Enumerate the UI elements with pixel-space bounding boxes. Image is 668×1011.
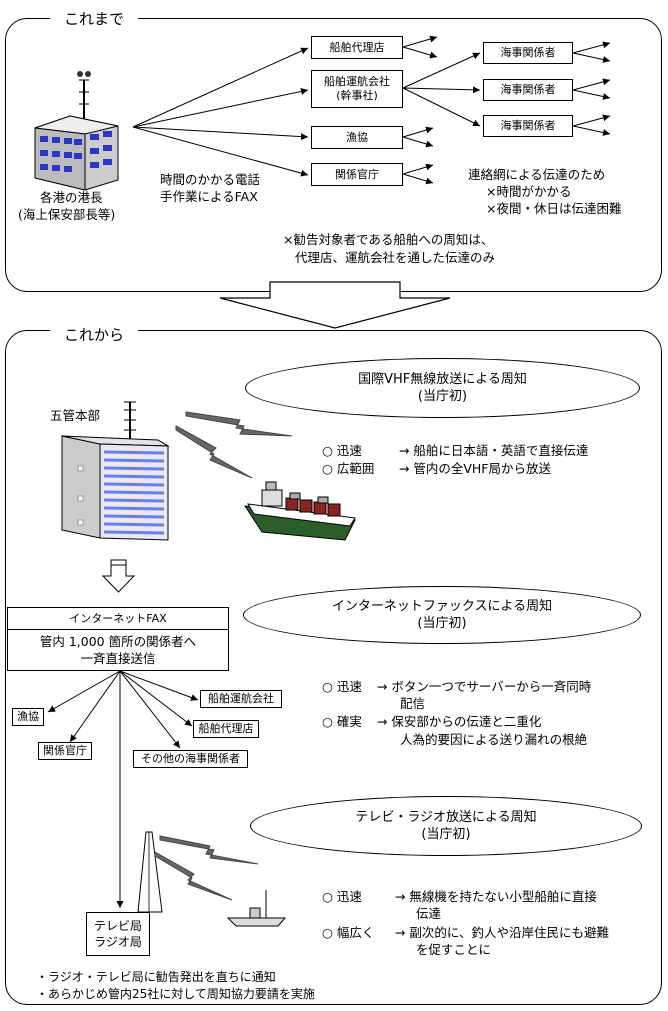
tv-point-2-cont: を促すことに [416,942,492,957]
tv-point-2: ○ 幅広く → 副次的に、釣人や沿岸住民にも避難 [322,925,609,941]
footnote-2: ・あらかじめ管内25社に対して周知協力要請を実施 [36,987,315,1001]
fax-title-1: インターネットファックスによる周知 [331,599,553,614]
fax-point-1-mark: ○ [322,679,333,694]
tv-point-1-body-1: → 無線機を持たない小型船舶に直接 [394,889,597,904]
signal-bolt-icon [175,411,293,479]
vhf-oval: 国際VHF無線放送による周知 (当庁初) [245,358,640,418]
fax-body-1: 管内 1,000 箇所の関係者へ [39,634,197,649]
recipient-fishery-coop: 漁協 [12,708,44,726]
vhf-point-2-body: → 管内の全VHF局から放送 [398,461,551,476]
tv-point-1: ○ 迅速 → 無線機を持たない小型船舶に直接 [322,889,597,905]
tv-point-1-mark: ○ [322,889,333,904]
fax-point-2-head: 確実 [336,714,362,729]
vhf-point-2-mark: ○ [322,461,333,476]
down-arrow-icon [101,559,136,593]
fax-point-2-cont: 人為的要因による送り漏れの根絶 [400,732,588,747]
small-boat-icon [226,890,287,927]
broadcast-tower-icon [137,831,163,913]
maritime-party-1: 海事関係者 [483,42,573,64]
footnote-1: ・ラジオ・テレビ局に勧告発出を直ちに通知 [36,970,276,984]
recipient-other-maritime: その他の海事関係者 [133,750,248,768]
vhf-point-2: ○ 広範囲 → 管内の全VHF局から放送 [322,461,551,477]
tv-point-1-head: 迅速 [336,889,362,904]
fax-body: 管内 1,000 箇所の関係者へ 一斉直接送信 [7,629,229,671]
fax-body-2: 一斉直接送信 [80,651,156,666]
network-note-3: ×夜間・休日は伝達困難 [486,201,622,216]
bottom-note-1: ×勧告対象者である船舶への周知は、 [283,232,494,247]
fax-point-2: ○ 確実 → 保安部からの伝達と二重化 [322,714,541,730]
tv-point-2-head: 幅広く [336,925,375,940]
vhf-illustration [61,401,356,593]
tv-radio-station: テレビ局 ラジオ局 [86,912,150,956]
fax-oval: インターネットファックスによる周知 (当庁初) [243,586,641,644]
maritime-party-3: 海事関係者 [483,115,573,137]
tv-point-2-body-1: → 副次的に、釣人や沿岸住民にも避難 [394,925,609,940]
vhf-title-2: (当庁初) [417,389,468,404]
vhf-title-1: 国際VHF無線放送による周知 [358,372,527,387]
port-building-illustration [34,35,611,191]
fax-header: インターネットFAX [7,607,229,629]
transition-arrow [219,281,451,329]
method-note-1: 時間のかかる電話 [160,172,261,187]
station-label-2: ラジオ局 [94,935,142,949]
fax-point-1-body-1: → ボタン一つでサーバーから一斉同時 [376,679,592,694]
target-government-agency: 関係官庁 [311,163,403,186]
tv-point-2-mark: ○ [322,925,333,940]
station-label-1: テレビ局 [93,919,142,933]
method-note-2: 手作業によるFAX [160,189,258,204]
hq-label: 五管本部 [50,408,101,423]
recipient-government-agency: 関係官庁 [38,742,92,760]
tv-oval: テレビ・ラジオ放送による周知 (当庁初) [250,796,642,856]
target-shipping-agency: 船舶代理店 [311,36,403,59]
before-title: これまで [50,10,139,28]
network-note-1: 連絡網による伝達のため [468,167,606,182]
source-label-1: 各港の港長 [40,190,103,205]
broadcast-bolt-icon [154,835,259,901]
recipient-shipping-agency: 船舶代理店 [193,720,259,738]
target-shipping-company-label: 船舶運航会社 (幹事社) [324,75,390,102]
fax-title-2: (当庁初) [417,616,467,631]
vhf-point-1-mark: ○ [322,443,333,458]
tower-icon [124,401,136,445]
fax-point-2-mark: ○ [322,714,333,729]
fax-point-1-cont: 配信 [400,696,426,711]
ship-icon [243,481,356,541]
vhf-point-1-body: → 船舶に日本語・英語で直接伝達 [398,443,589,458]
target-fishery-coop: 漁協 [311,126,403,149]
tv-title-2: (当庁初) [421,827,471,842]
vhf-point-1: ○ 迅速 → 船舶に日本語・英語で直接伝達 [322,443,588,459]
vhf-point-1-head: 迅速 [336,443,362,458]
bottom-note-2: 代理店、運航会社を通した伝達のみ [295,250,496,265]
vhf-point-2-head: 広範囲 [336,461,375,476]
after-title: これから [50,326,139,344]
fax-point-1-head: 迅速 [336,679,362,694]
fax-point-2-body-1: → 保安部からの伝達と二重化 [376,714,542,729]
tv-title-1: テレビ・ラジオ放送による周知 [355,810,537,825]
target-shipping-company: 船舶運航会社 (幹事社) [311,70,403,108]
tv-point-1-cont: 伝達 [416,906,442,921]
source-label-2: (海上保安部長等) [18,207,116,222]
fax-point-1: ○ 迅速 → ボタン一つでサーバーから一斉同時 [322,679,591,695]
recipient-shipping-company: 船舶運航会社 [200,690,282,708]
maritime-party-2: 海事関係者 [483,79,573,101]
network-note-2: ×時間がかかる [486,184,572,199]
antenna-icon [77,71,91,120]
